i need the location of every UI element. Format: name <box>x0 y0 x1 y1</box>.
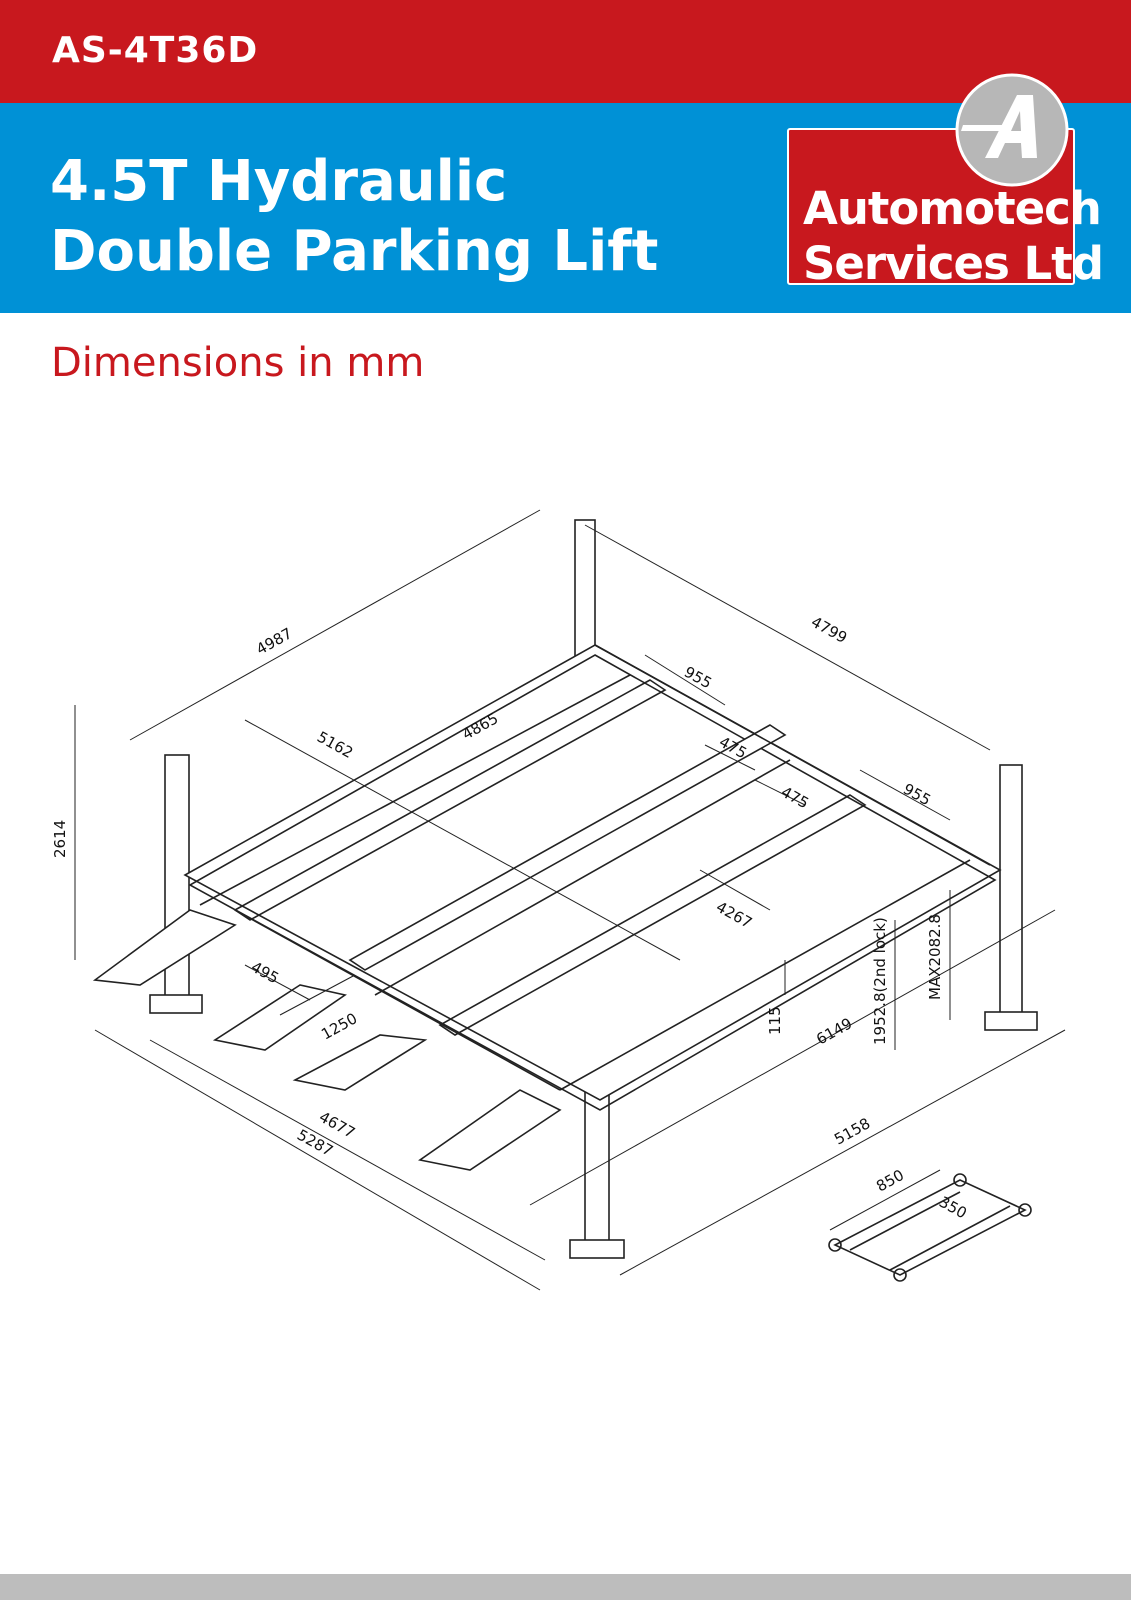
header-red-band <box>0 0 1131 103</box>
dim-1250: 1250 <box>318 1009 360 1043</box>
logo-text: Automotech Services Ltd <box>803 181 1104 291</box>
title-line-2: Double Parking Lift <box>50 219 659 284</box>
dim-6149: 6149 <box>813 1014 855 1048</box>
lift-dimension-drawing: 4987 4799 955 475 475 955 5162 4865 2614… <box>51 509 1066 1291</box>
dim-max-2082: MAX2082.8 <box>926 914 944 1000</box>
title-line-1: 4.5T Hydraulic <box>50 149 508 214</box>
footer-bar <box>0 1574 1131 1600</box>
dim-350: 350 <box>936 1193 970 1223</box>
dim-115: 115 <box>766 1006 784 1035</box>
dim-2614: 2614 <box>51 820 69 858</box>
logo-a-mark-icon <box>955 73 1069 187</box>
dim-4987: 4987 <box>253 624 295 658</box>
dim-4799: 4799 <box>808 613 850 647</box>
dim-1952-2nd-lock: 1952.8(2nd lock) <box>871 917 889 1045</box>
lift-structure <box>92 519 1038 1282</box>
dim-5162: 5162 <box>314 728 356 762</box>
model-number: AS-4T36D <box>52 30 259 71</box>
dim-955-right: 955 <box>900 780 934 810</box>
dim-5158: 5158 <box>831 1114 873 1148</box>
dim-495: 495 <box>248 958 282 988</box>
dimension-lines <box>74 509 1066 1291</box>
logo-line-2: Services Ltd <box>803 237 1104 290</box>
dimensions-subtitle: Dimensions in mm <box>51 340 425 386</box>
page-title: 4.5T Hydraulic Double Parking Lift <box>50 147 658 287</box>
logo-line-1: Automotech <box>803 182 1102 235</box>
